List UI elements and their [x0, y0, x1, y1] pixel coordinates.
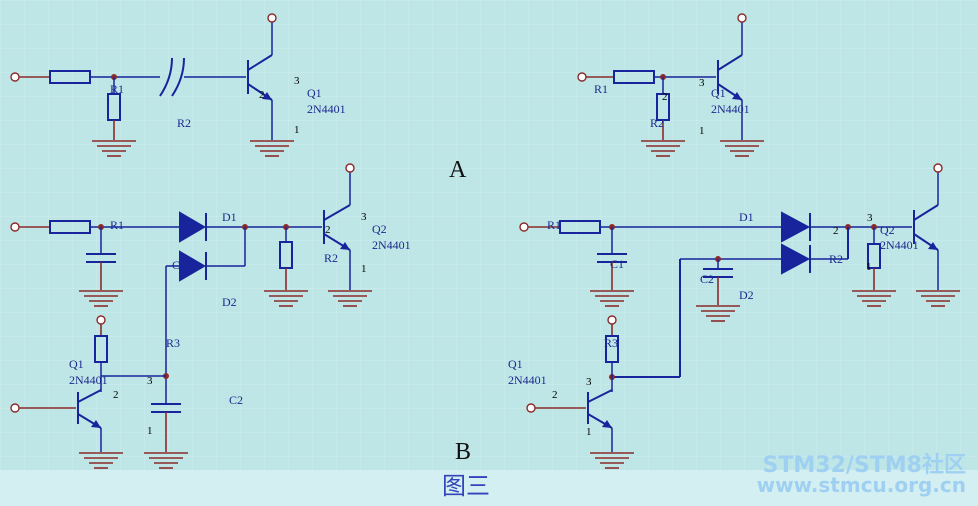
q2-pin-c: 3: [867, 212, 873, 224]
circuit-a-right: R1 R2 Q1 2N4401 3 2 1: [577, 13, 764, 157]
resistor-r2: [107, 93, 121, 121]
diode-d1: [179, 211, 206, 243]
ground-symbol: [92, 140, 136, 157]
resistor-r2: [279, 241, 293, 269]
input-terminal: [10, 222, 20, 232]
label-r3: R3: [604, 336, 618, 350]
q2-pin-e: 1: [866, 261, 872, 273]
q2-pin-c: 3: [361, 211, 367, 223]
pin-c: 3: [294, 75, 300, 87]
diode-d2: [179, 250, 206, 282]
label-q2-part: 2N4401: [372, 238, 411, 252]
input-terminal: [519, 222, 529, 232]
label-q2: Q2: [880, 223, 895, 237]
break-mark: [159, 57, 173, 97]
label-d2: D2: [222, 295, 237, 309]
label-r1: R1: [594, 82, 608, 96]
label-d2: D2: [739, 288, 754, 302]
label-c: C: [172, 258, 180, 272]
label-q1: Q1: [711, 86, 726, 100]
pin-e: 1: [699, 125, 705, 137]
input-terminal: [577, 72, 587, 82]
label-q2: Q2: [372, 222, 387, 236]
diode-d2: [781, 243, 811, 275]
label-r2: R2: [829, 252, 843, 266]
input-terminal: [10, 72, 20, 82]
label-q1-part: 2N4401: [307, 102, 346, 116]
diode-d1: [781, 211, 811, 243]
label-r1: R1: [110, 218, 124, 232]
caption-a: A: [449, 157, 467, 183]
label-r2: R2: [177, 116, 191, 130]
circuit-b-right: R1 C1 D1 C2 D2 R2 Q2 2N4401 3 2 1 R3 Q1 …: [508, 163, 960, 469]
pin-e: 1: [294, 124, 300, 136]
label-q2-part: 2N4401: [880, 238, 919, 252]
label-q1-part: 2N4401: [69, 373, 108, 387]
resistor-r3: [94, 335, 108, 363]
resistor-r1: [49, 70, 91, 84]
caption-b: B: [455, 439, 471, 465]
pin-b: 2: [259, 89, 265, 101]
circuit-a-left: R1 R2 Q1 2N4401 3 2 1: [10, 13, 346, 157]
q1-pin-c: 3: [586, 376, 592, 388]
label-r3: R3: [166, 336, 180, 350]
q2-pin-b: 2: [833, 225, 839, 237]
label-q1: Q1: [69, 357, 84, 371]
label-d1: D1: [222, 210, 237, 224]
label-d1: D1: [739, 210, 754, 224]
resistor-r1: [49, 220, 91, 234]
circuit-b-left: R1 D1 C D2 R2 Q2 2N4401 3 2 1 R3 Q1 2N44…: [10, 163, 411, 469]
q1-pin-b: 2: [113, 389, 119, 401]
q1-pin-e: 1: [147, 425, 153, 437]
q1-pin-e: 1: [586, 426, 592, 438]
watermark-url: www.stmcu.org.cn: [756, 473, 966, 497]
pin-b: 2: [662, 91, 668, 103]
label-r1: R1: [547, 218, 561, 232]
figure-caption: 图三: [442, 472, 490, 500]
pin-c: 3: [699, 77, 705, 89]
watermark-title: STM32/STM8社区: [762, 453, 966, 478]
label-q1: Q1: [307, 86, 322, 100]
ground-symbol: [641, 140, 685, 157]
q1-pin-c: 3: [147, 375, 153, 387]
q1-pin-b: 2: [552, 389, 558, 401]
label-q1-part: 2N4401: [508, 373, 547, 387]
label-r1: R1: [110, 82, 124, 96]
label-c2: C2: [700, 272, 714, 286]
caption-band: [0, 470, 978, 506]
q2-pin-b: 2: [325, 224, 331, 236]
q2-pin-e: 1: [361, 263, 367, 275]
label-c1: C1: [610, 257, 624, 271]
resistor-r1: [613, 70, 655, 84]
resistor-r1: [559, 220, 601, 234]
label-q1: Q1: [508, 357, 523, 371]
label-r2: R2: [324, 251, 338, 265]
label-q1-part: 2N4401: [711, 102, 750, 116]
label-c2: C2: [229, 393, 243, 407]
label-r2: R2: [650, 116, 664, 130]
